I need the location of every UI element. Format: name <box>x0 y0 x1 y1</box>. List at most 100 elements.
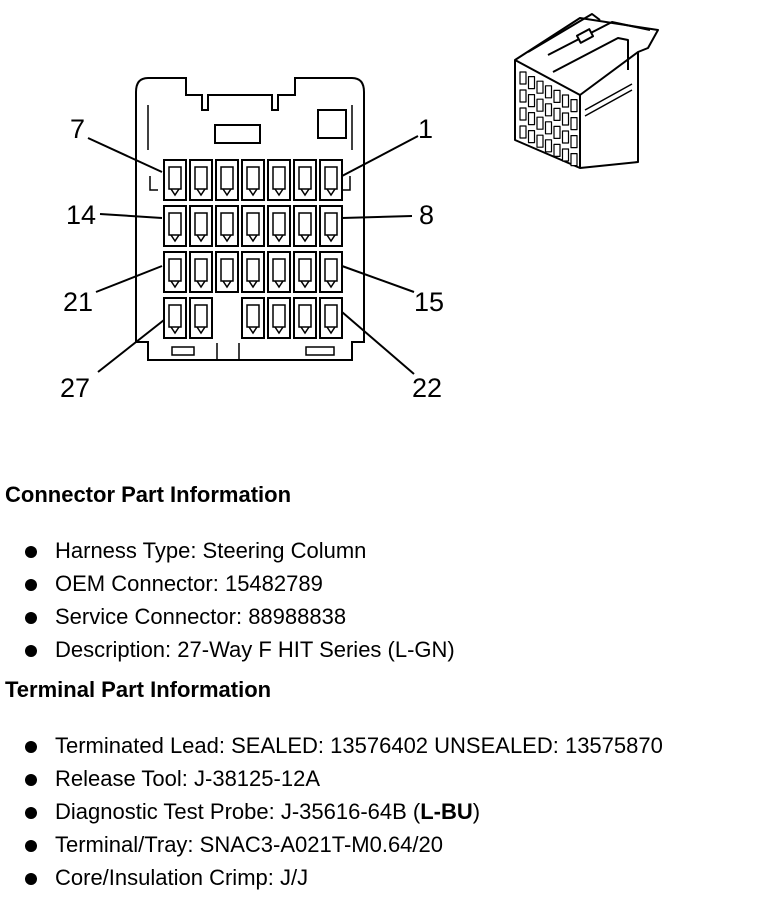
isometric-cavity <box>561 130 570 144</box>
isometric-cavity <box>536 80 544 94</box>
terminal-cavity-inner <box>272 166 286 190</box>
terminal-cavity-inner <box>246 258 260 282</box>
terminal-cavity-tab <box>196 188 206 197</box>
service-connector-item: Service Connector: 88988838 <box>0 606 455 639</box>
isometric-cavity <box>570 98 578 113</box>
terminal-cavity-inner <box>272 212 286 236</box>
terminal-cavity-inner <box>246 212 260 236</box>
terminal-cavity-inner <box>246 166 260 190</box>
terminal-part-info-list: Terminated Lead: SEALED: 13576402 UNSEAL… <box>0 735 663 900</box>
isometric-cavity <box>553 107 561 122</box>
terminal-cavity-inner <box>194 166 208 190</box>
terminal-cavity-tab <box>222 188 232 197</box>
isometric-cavity <box>570 153 578 167</box>
terminal-cavity-inner <box>298 304 312 328</box>
pin-label-8: 8 <box>419 200 434 230</box>
isometric-cavity <box>536 134 544 148</box>
isometric-cavity <box>570 135 578 149</box>
terminal-cavity-tab <box>300 234 310 243</box>
terminal-cavity-tab <box>248 234 258 243</box>
pin-label-1: 1 <box>418 114 433 144</box>
terminal-cavity-inner <box>220 258 234 282</box>
terminal-cavity-tab <box>222 280 232 289</box>
terminal-cavity-inner <box>272 258 286 282</box>
isometric-cavity <box>553 89 561 104</box>
terminal-cavity-tab <box>326 326 336 335</box>
isometric-cavity <box>561 112 570 126</box>
isometric-cavity <box>519 125 527 139</box>
terminal-cavity-inner <box>298 258 312 282</box>
crimp-item: Core/Insulation Crimp: J/J <box>0 867 663 900</box>
terminal-cavity-inner <box>168 166 182 190</box>
terminal-cavity-tab <box>326 234 336 243</box>
isometric-cavity <box>536 98 544 112</box>
terminal-cavity-tab <box>170 326 180 335</box>
probe-prefix: Diagnostic Test Probe: J-35616-64B ( <box>55 799 421 824</box>
terminal-cavity-inner <box>220 166 234 190</box>
bottom-gap <box>216 343 240 360</box>
isometric-cavity <box>527 93 536 108</box>
latch-lock-box <box>317 109 347 139</box>
terminal-cavity-inner <box>324 166 338 190</box>
terminal-cavity-tab <box>196 326 206 335</box>
isometric-cavity <box>519 89 527 103</box>
terminal-cavity-inner <box>168 304 182 328</box>
connector-isometric-view <box>514 13 659 169</box>
terminal-cavity-tab <box>248 188 258 197</box>
probe-suffix: ) <box>472 799 481 824</box>
isometric-cavity <box>527 75 536 90</box>
terminal-cavity-inner <box>324 212 338 236</box>
terminal-cavity-inner <box>220 212 234 236</box>
terminal-cavity-tab <box>196 280 206 289</box>
oem-connector-item: OEM Connector: 15482789 <box>0 573 455 606</box>
isometric-cavity <box>544 103 553 117</box>
connector-part-info-heading: Connector Part Information <box>5 482 292 507</box>
terminal-cavity-inner <box>298 212 312 236</box>
terminal-cavity-tab <box>300 188 310 197</box>
terminal-cavity-inner <box>246 304 260 328</box>
terminal-cavity-tab <box>274 188 284 197</box>
pin-label-15: 15 <box>414 287 444 317</box>
isometric-cavity <box>527 111 536 126</box>
terminal-cavity-tab <box>274 280 284 289</box>
latch-slot <box>214 124 261 144</box>
terminal-cavity-tab <box>326 280 336 289</box>
release-tool-item: Release Tool: J-38125-12A <box>0 768 663 801</box>
terminal-cavity-tab <box>170 234 180 243</box>
terminal-cavity-inner <box>194 212 208 236</box>
pin-label-7: 7 <box>70 114 85 144</box>
isometric-cavity <box>544 139 553 153</box>
terminal-cavity-tab <box>196 234 206 243</box>
terminal-cavity-inner <box>324 304 338 328</box>
key-slot-left <box>171 346 195 356</box>
terminal-cavity-tab <box>274 234 284 243</box>
connector-diagram: 7 1 14 8 21 15 27 22 <box>60 13 659 403</box>
isometric-cavity <box>519 107 527 121</box>
terminal-cavity-tab <box>274 326 284 335</box>
diagnostic-test-probe-item: Diagnostic Test Probe: J-35616-64B (L-BU… <box>0 801 663 834</box>
isometric-cavity <box>561 94 570 108</box>
terminal-cavity-inner <box>298 166 312 190</box>
terminated-lead-item: Terminated Lead: SEALED: 13576402 UNSEAL… <box>0 735 663 768</box>
connector-inner-wall <box>147 105 353 191</box>
pin-label-27: 27 <box>60 373 90 403</box>
terminal-cavity-tab <box>248 280 258 289</box>
isometric-cavity <box>527 130 536 144</box>
isometric-cavity <box>561 148 570 162</box>
terminal-cavity-grid <box>163 159 343 339</box>
isometric-cavity <box>544 121 553 135</box>
harness-type-item: Harness Type: Steering Column <box>0 540 455 573</box>
terminal-cavity-tab <box>326 188 336 197</box>
isometric-cavity <box>570 116 578 131</box>
terminal-tray-item: Terminal/Tray: SNAC3-A021T-M0.64/20 <box>0 834 663 867</box>
terminal-cavity-inner <box>324 258 338 282</box>
terminal-cavity-inner <box>194 304 208 328</box>
terminal-cavity-inner <box>168 258 182 282</box>
terminal-cavity-inner <box>272 304 286 328</box>
probe-color-code: L-BU <box>420 799 473 824</box>
terminal-part-info-heading: Terminal Part Information <box>5 677 272 702</box>
isometric-cavity <box>553 125 561 140</box>
pin-label-21: 21 <box>63 287 93 317</box>
terminal-cavity-tab <box>248 326 258 335</box>
key-slot-right <box>305 346 335 356</box>
